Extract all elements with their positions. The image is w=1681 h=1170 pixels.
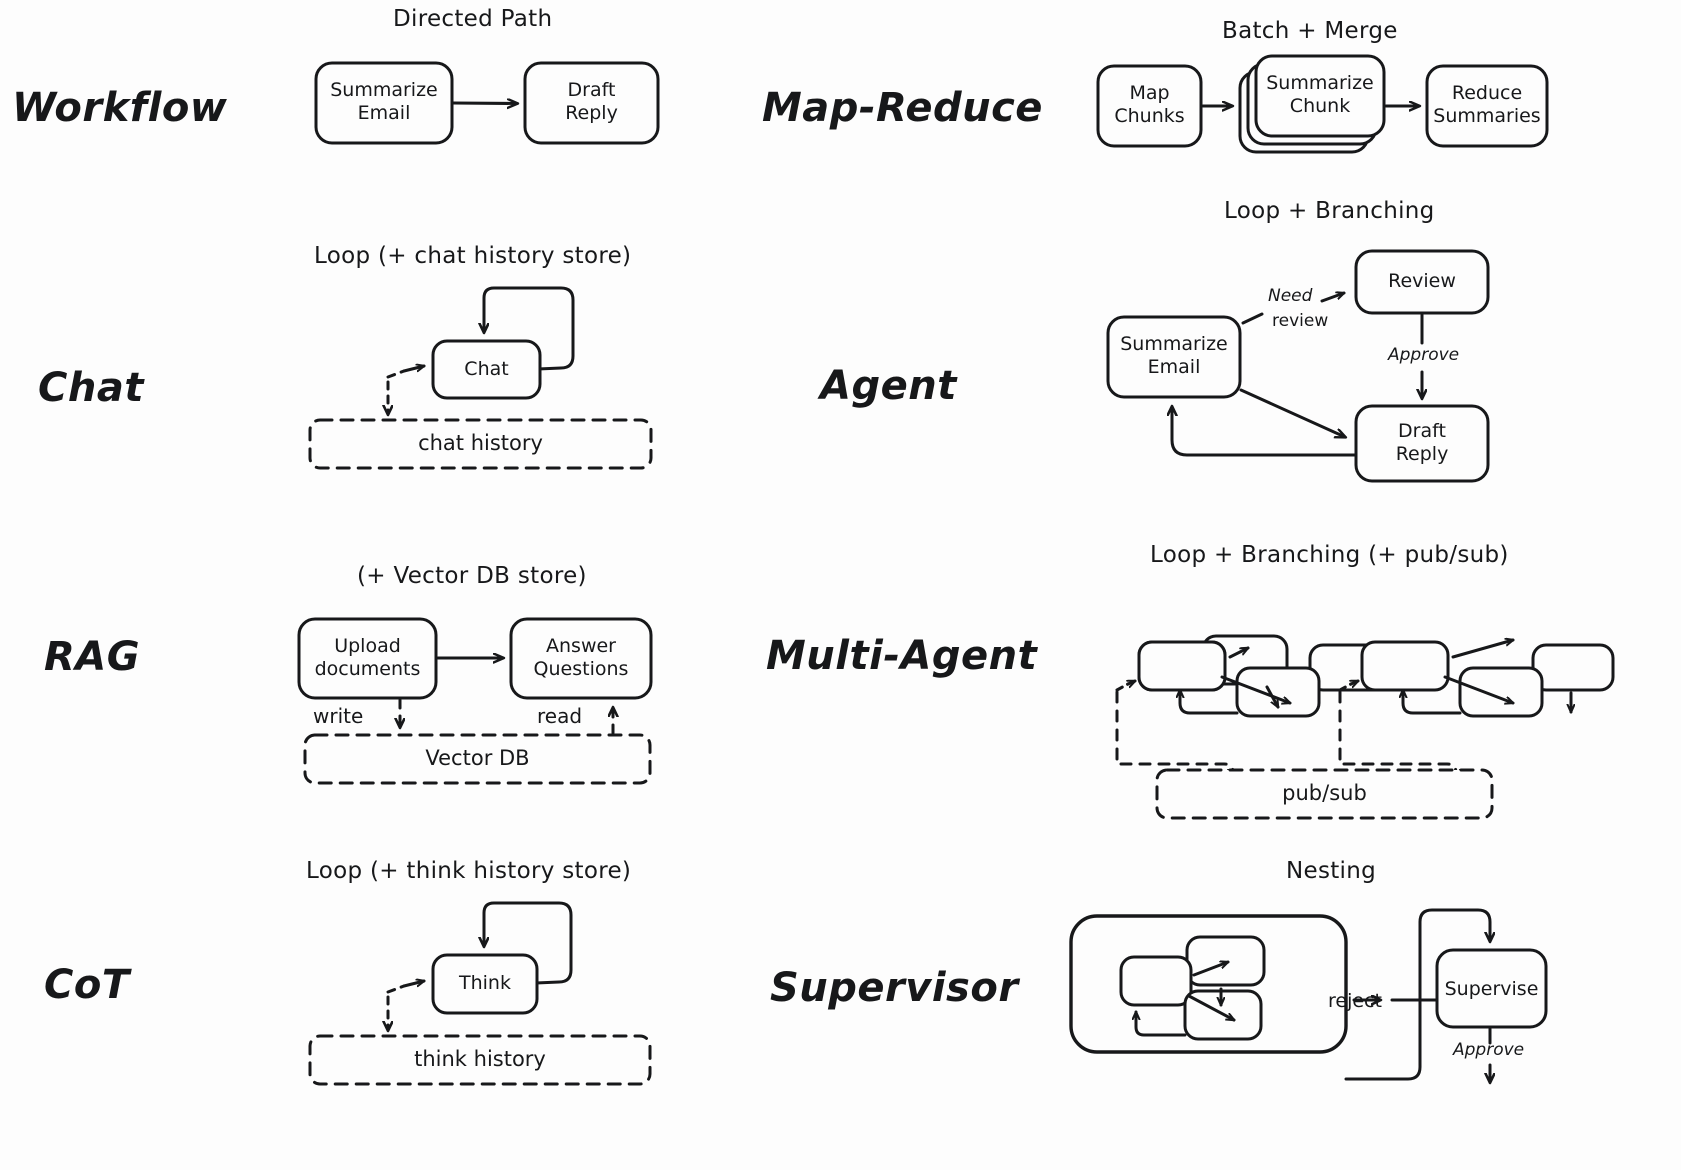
dashed-loop-icon [1338, 690, 1456, 778]
node-box-review [1354, 249, 1490, 315]
rag-graph [297, 617, 653, 785]
node-box-inner-a [1185, 935, 1266, 987]
arrow-diagonal-icon [1220, 675, 1292, 703]
caption-loop-think-store: Loop (+ think history store) [306, 858, 632, 884]
arrow-up-right-icon [1192, 962, 1230, 977]
caption-directed-path: Directed Path [393, 6, 553, 32]
multi-agent-cluster-right [1338, 640, 1615, 778]
dashed-store-icon-pubsub [1155, 768, 1494, 820]
row-label-multi-agent: Multi-Agent [766, 633, 1038, 679]
dashed-arrow-icon [386, 369, 406, 379]
dashed-loop-icon [1115, 690, 1233, 778]
workflow-graph [314, 61, 660, 145]
dashed-arrow-icon [1115, 682, 1130, 692]
node-box-map-chunks [1096, 64, 1203, 148]
node-box-a [1360, 640, 1450, 692]
loop-arrow-icon [1136, 1010, 1187, 1037]
caption-loop-branching: Loop + Branching [1224, 198, 1435, 224]
loop-arrow-icon [484, 286, 575, 371]
caption-batch-merge: Batch + Merge [1222, 18, 1398, 44]
caption-vector-db-store: (+ Vector DB store) [357, 563, 587, 589]
multi-agent-graph [1115, 634, 1615, 820]
node-box-draft-reply [523, 61, 660, 145]
branch-stub [1241, 312, 1264, 325]
dashed-store-icon-chat [308, 418, 653, 470]
arrow-up-right-icon [1228, 646, 1250, 659]
node-box-blank [1458, 666, 1544, 718]
caption-loop-branch-pubsub: Loop + Branching (+ pub/sub) [1150, 542, 1509, 568]
dashed-arrow-icon [386, 984, 406, 994]
caption-loop-chat-store: Loop (+ chat history store) [314, 243, 632, 269]
node-box-reduce-summaries [1425, 64, 1549, 148]
caption-nesting: Nesting [1286, 858, 1377, 884]
row-label-supervisor: Supervisor [770, 965, 1019, 1011]
arrow-up-right-icon [1451, 640, 1515, 659]
row-label-rag: RAG [44, 634, 141, 680]
map-reduce-graph [1096, 54, 1549, 154]
loop-arrow-icon [1403, 688, 1462, 715]
node-box-a [1137, 640, 1227, 692]
dashed-arrow-icon [1338, 682, 1353, 692]
node-box-blank [1531, 643, 1615, 692]
node-box-inner-b [1119, 955, 1193, 1007]
supervisor-graph [1069, 908, 1548, 1082]
node-box-summarize-email-agent [1106, 315, 1242, 399]
loop-arrow-icon [1180, 688, 1239, 715]
arrow-diagonal-icon [1239, 388, 1345, 437]
node-box-blank [1235, 666, 1321, 718]
dashed-store-icon-think [308, 1034, 652, 1086]
agent-graph [1106, 249, 1490, 483]
node-box-answer-questions [509, 617, 653, 700]
supervise-top-edge [1344, 908, 1490, 1081]
node-box-chat [431, 339, 542, 400]
multi-agent-cluster-left [1115, 634, 1392, 778]
arrow-diagonal-icon [1443, 675, 1515, 703]
dashed-store-icon-vectordb [303, 733, 652, 785]
row-label-agent: Agent [820, 363, 957, 409]
node-box-summarize-email [314, 61, 454, 145]
node-box-summarize-chunk [1254, 54, 1386, 138]
row-label-chat: Chat [38, 365, 144, 411]
cot-graph [308, 901, 652, 1086]
arrow-diagonal-icon [1187, 994, 1236, 1022]
loop-arrow-icon [484, 901, 573, 985]
loop-arrow-icon [1172, 407, 1358, 457]
node-box-upload-documents [297, 617, 438, 700]
row-label-map-reduce: Map-Reduce [762, 85, 1043, 131]
row-label-workflow: Workflow [12, 85, 228, 131]
chat-graph [308, 286, 653, 470]
row-label-cot: CoT [44, 962, 130, 1008]
node-box-supervise [1435, 948, 1548, 1029]
node-box-draft-reply-agent [1354, 404, 1490, 483]
node-box-think [431, 953, 539, 1015]
arrow-right-icon [451, 103, 517, 104]
arrow-right-icon [1320, 293, 1346, 303]
